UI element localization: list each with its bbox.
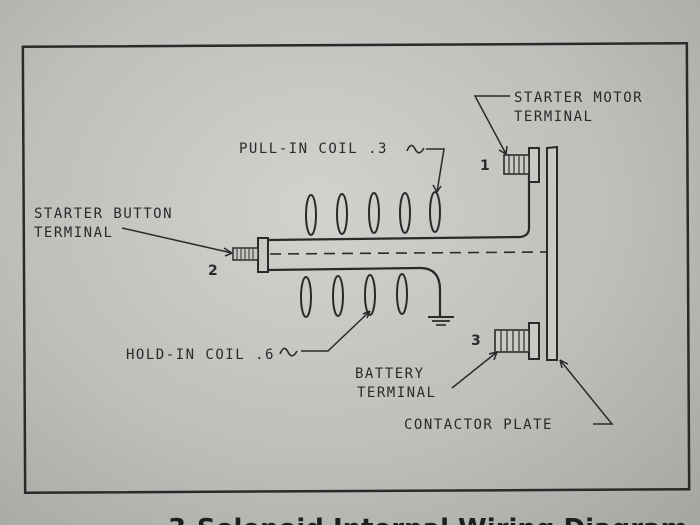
hold-in-squiggle [279,347,298,357]
battery-label-line2: TERMINAL [357,385,436,401]
figure-caption: 3-Solenoid Internal Wiring Diagram [168,514,688,525]
starter-motor-label-line2: TERMINAL [514,109,593,125]
hold-in-wire [419,266,442,316]
plunger-tube [257,235,549,273]
battery-label-line1: BATTERY [355,366,425,382]
contactor-plate [546,145,558,361]
starter-motor-label-line1: STARTER MOTOR [514,90,643,106]
pull-in-coil-label: PULL-IN COIL .3 [239,141,388,157]
pull-in-squiggle [406,144,425,154]
battery-terminal [494,322,540,360]
starter-button-label-line1: STARTER BUTTON [34,206,173,222]
terminal-number-3: 3 [471,333,481,349]
pull-in-coil [305,191,441,236]
ground-symbol [428,316,454,326]
contactor-plate-label: CONTACTOR PLATE [404,417,553,433]
starter-button-label-line2: TERMINAL [34,225,113,241]
plunger-centerline [269,251,549,255]
terminal-number-1: 1 [480,158,490,174]
hold-in-coil-label: HOLD-IN COIL .6 [126,347,275,363]
starter-motor-terminal [503,147,540,183]
terminal-number-2: 2 [208,263,218,279]
diagram-frame [21,42,691,494]
plunger-flange [257,237,269,273]
pull-in-wire [519,168,531,239]
starter-button-terminal [232,247,259,261]
hold-in-coil [300,273,408,318]
leader-lines [121,95,614,425]
